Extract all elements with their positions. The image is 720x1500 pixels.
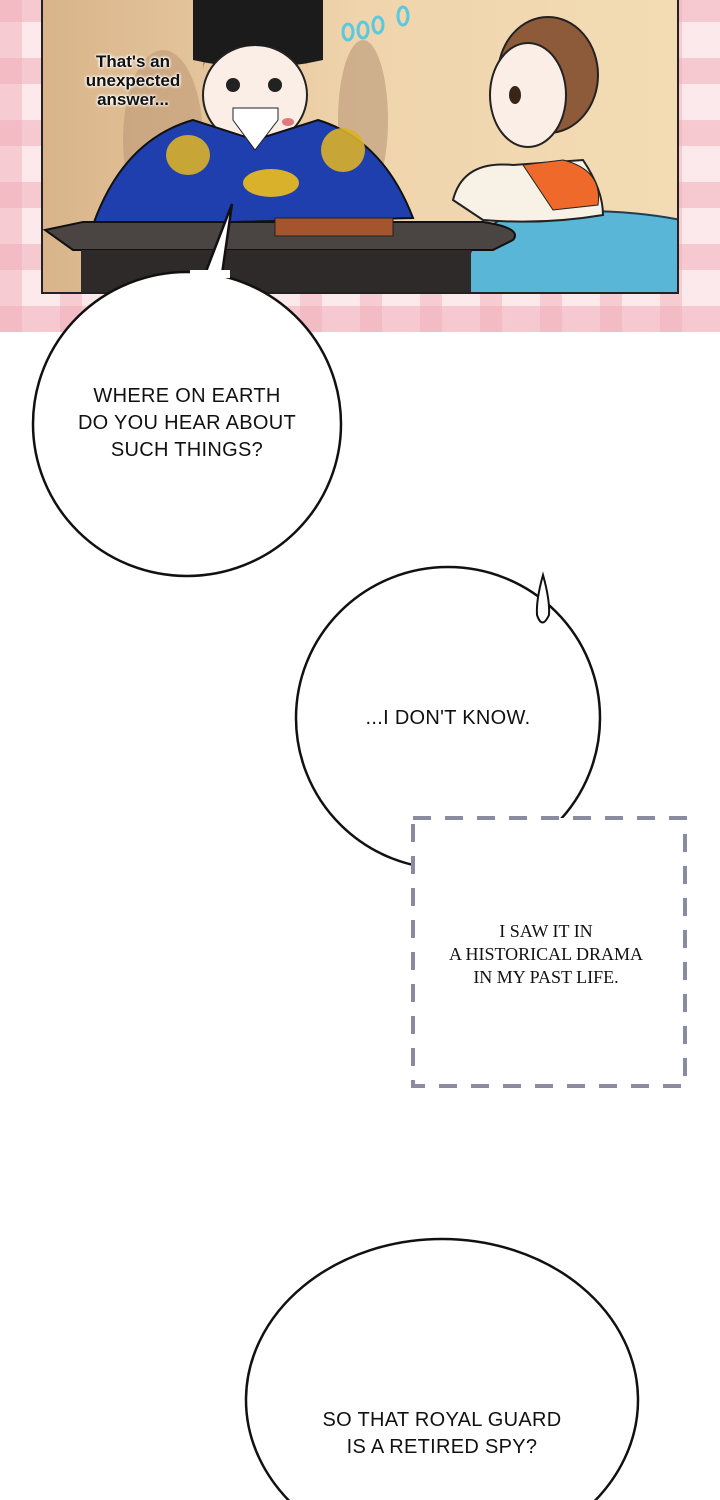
narration-line: unexpected [85,71,181,90]
panel-illustration [43,0,677,292]
bubble-line: DO YOU HEAR ABOUT [77,412,297,434]
sweat-drop-icon [535,571,551,624]
narration-text: That's an unexpected answer... [73,52,193,109]
bubble-2-text: ...I DON'T KNOW. [320,705,576,732]
thought-line: IN MY PAST LIFE. [473,967,619,987]
bubble-line: SO THAT ROYAL GUARD [322,1409,562,1431]
narration-line: answer... [97,90,169,109]
thought-line: A HISTORICAL DRAMA [448,944,644,964]
dashed-thought-box [411,816,687,1088]
bubble-line: SUCH THINGS? [110,439,264,461]
bubble-line: ...I DON'T KNOW. [365,707,531,729]
thought-line: I SAW IT IN [499,921,593,941]
speech-bubble-2 [294,565,602,871]
comic-panel: That's an unexpected answer... [41,0,679,294]
thought-box-text: I SAW IT IN A HISTORICAL DRAMA IN MY PAS… [420,920,672,989]
speech-bubble-4 [244,1237,640,1500]
speech-bubble-1 [31,203,343,578]
bubble-line: WHERE ON EARTH [93,385,281,407]
bubble-1-text: WHERE ON EARTH DO YOU HEAR ABOUT SUCH TH… [60,383,314,464]
lady-character [451,16,677,292]
narration-line: That's an [96,52,170,71]
bubble-4-text: SO THAT ROYAL GUARD IS A RETIRED SPY? [300,1407,584,1461]
bubble-line: IS A RETIRED SPY? [346,1436,538,1458]
sweat-drops-effect [341,5,410,42]
official-character [91,0,415,227]
